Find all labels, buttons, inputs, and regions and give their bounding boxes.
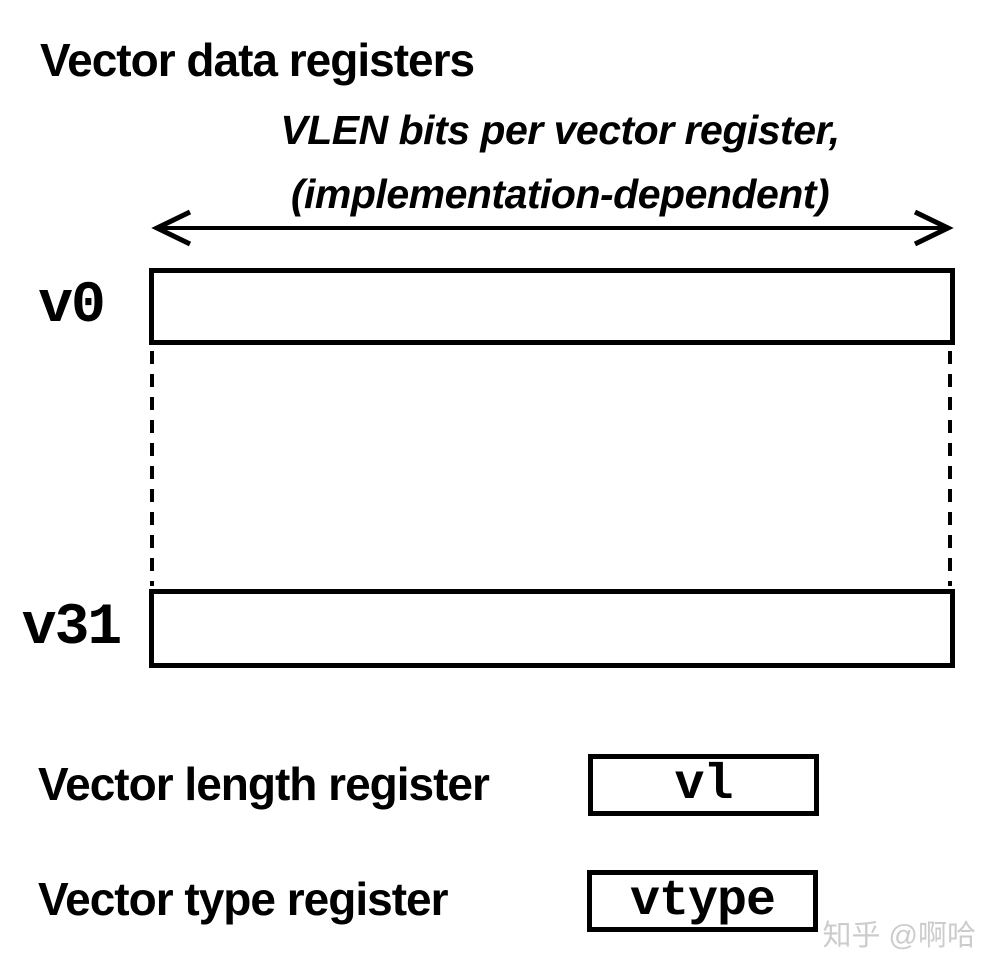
register-v0-label: v0 [0, 268, 142, 345]
vlen-extent-arrow [151, 209, 954, 247]
vector-length-caption: Vector length register [38, 758, 490, 810]
vl-register-box: vl [588, 754, 819, 816]
vlen-note-line1: VLEN bits per vector register, [280, 107, 840, 153]
register-v0-box [149, 268, 955, 345]
register-v31-label: v31 [0, 589, 142, 668]
ellipsis-dashed-line-right [948, 351, 952, 586]
vl-register-name: vl [674, 756, 733, 814]
register-v0-label-text: v0 [38, 274, 106, 339]
vtype-register-name: vtype [629, 872, 776, 930]
ellipsis-dashed-line-left [150, 351, 154, 586]
vector-type-caption: Vector type register [38, 873, 449, 925]
vtype-register-box: vtype [587, 870, 818, 932]
vlen-note-line2: (implementation-dependent) [290, 171, 830, 217]
vlen-note: VLEN bits per vector register, (implemen… [180, 98, 940, 226]
register-v31-box [149, 589, 955, 668]
register-v31-label-text: v31 [21, 596, 122, 661]
watermark: 知乎 @啊哈 [822, 920, 977, 952]
page-title: Vector data registers [40, 34, 475, 86]
